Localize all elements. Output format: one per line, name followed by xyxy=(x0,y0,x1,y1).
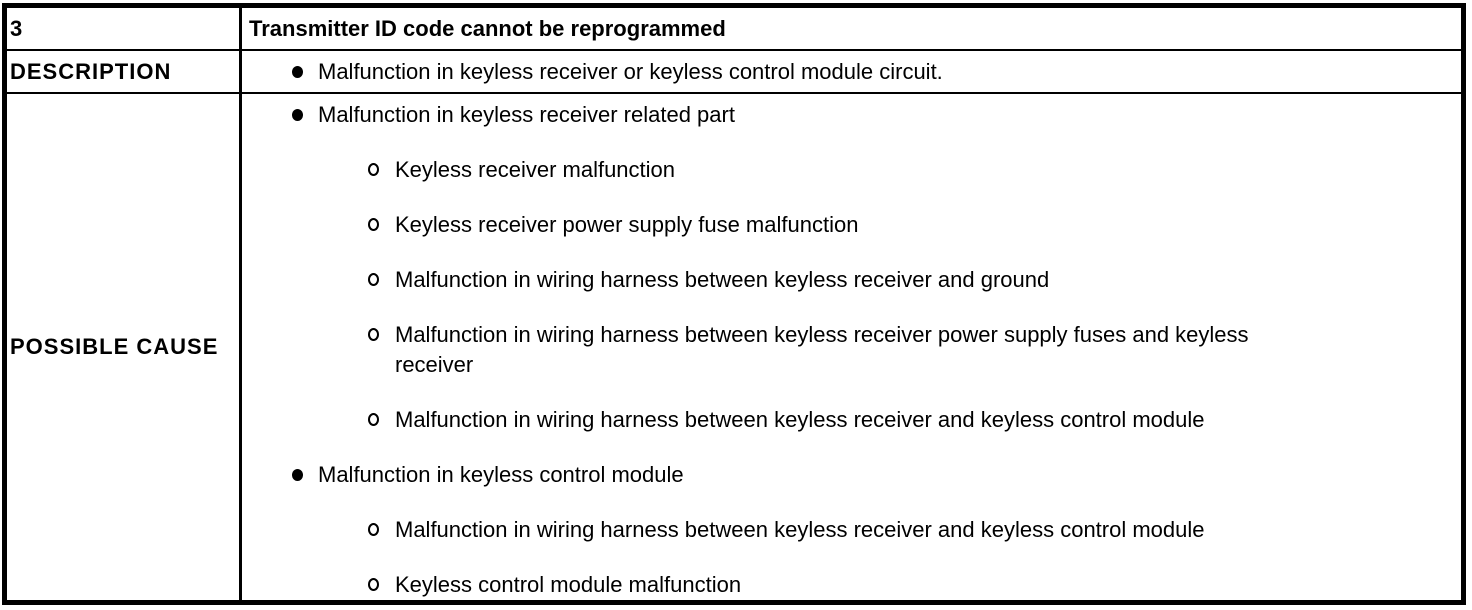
list-item-text: Malfunction in keyless receiver related … xyxy=(318,102,735,127)
list-item: Malfunction in wiring harness between ke… xyxy=(242,515,1461,545)
open-bullet-icon xyxy=(368,328,379,341)
description-label-cell: DESCRIPTION xyxy=(7,49,239,92)
list-item: Malfunction in keyless receiver or keyle… xyxy=(242,57,943,87)
list-item-text: Malfunction in wiring harness between ke… xyxy=(395,517,1205,542)
list-item-text: Malfunction in wiring harness between ke… xyxy=(395,322,1249,377)
list-item-text: Malfunction in wiring harness between ke… xyxy=(395,267,1050,292)
list-item: Malfunction in keyless control module xyxy=(242,460,1461,490)
list-item-text: Malfunction in wiring harness between ke… xyxy=(395,407,1205,432)
list-item-text: Keyless receiver malfunction xyxy=(395,157,676,182)
list-item: Malfunction in wiring harness between ke… xyxy=(242,320,1461,380)
list-item: Malfunction in keyless receiver related … xyxy=(242,100,1461,130)
list-item-text: Malfunction in keyless control module xyxy=(318,462,684,487)
possible-cause-label-cell: POSSIBLE CAUSE xyxy=(7,92,239,600)
open-bullet-icon xyxy=(368,163,379,176)
list-item-text: Keyless receiver power supply fuse malfu… xyxy=(395,212,859,237)
open-bullet-icon xyxy=(368,218,379,231)
filled-bullet-icon xyxy=(292,109,303,121)
list-item-text: Keyless control module malfunction xyxy=(395,572,742,597)
list-item-text: Malfunction in keyless receiver or keyle… xyxy=(318,58,943,84)
fault-title-cell: Transmitter ID code cannot be reprogramm… xyxy=(239,8,1461,49)
list-item: Keyless receiver power supply fuse malfu… xyxy=(242,210,1461,240)
open-bullet-icon xyxy=(368,578,379,591)
open-bullet-icon xyxy=(368,413,379,426)
description-label: DESCRIPTION xyxy=(10,58,172,84)
possible-cause-cell: Malfunction in keyless receiver related … xyxy=(239,92,1461,600)
filled-bullet-icon xyxy=(292,65,303,78)
possible-cause-label: POSSIBLE CAUSE xyxy=(10,334,219,359)
open-bullet-icon xyxy=(368,523,379,536)
list-item: Keyless control module malfunction xyxy=(242,570,1461,600)
open-bullet-icon xyxy=(368,273,379,286)
list-item: Malfunction in wiring harness between ke… xyxy=(242,265,1461,295)
description-cell: Malfunction in keyless receiver or keyle… xyxy=(239,49,1461,92)
fault-title: Transmitter ID code cannot be reprogramm… xyxy=(249,15,726,41)
fault-table: 3 Transmitter ID code cannot be reprogra… xyxy=(2,3,1466,605)
list-item: Malfunction in wiring harness between ke… xyxy=(242,405,1461,435)
filled-bullet-icon xyxy=(292,469,303,481)
fault-number: 3 xyxy=(10,15,24,41)
fault-number-cell: 3 xyxy=(7,8,239,49)
list-item: Keyless receiver malfunction xyxy=(242,155,1461,185)
